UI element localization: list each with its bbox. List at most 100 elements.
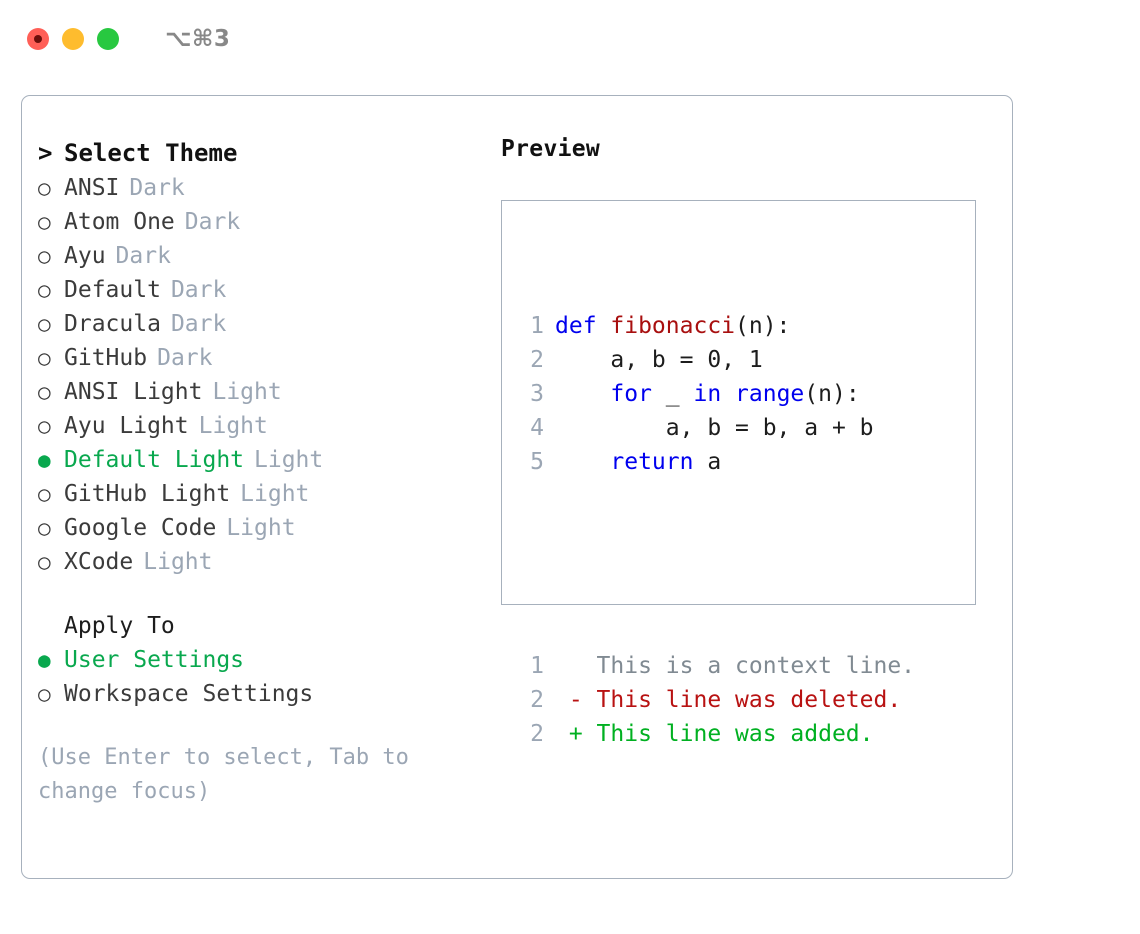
select-theme-label: Select Theme bbox=[64, 139, 238, 167]
line-text: for _ in range(n): bbox=[544, 377, 860, 411]
spacer bbox=[512, 547, 915, 581]
apply-to-option[interactable]: ● User Settings bbox=[38, 647, 478, 681]
line-number: 3 bbox=[530, 381, 544, 407]
keyboard-shortcut-label: ⌥⌘3 bbox=[165, 26, 231, 52]
line-text: def fibonacci(n): bbox=[544, 309, 790, 343]
apply-to-options: ● User Settings ○ Workspace Settings bbox=[38, 647, 478, 715]
theme-kind-badge: Light bbox=[226, 515, 296, 541]
line-text: + This line was added. bbox=[544, 717, 874, 751]
spacer bbox=[38, 583, 478, 613]
radio-unselected-icon[interactable]: ○ bbox=[38, 414, 51, 438]
theme-name: GitHub Light bbox=[64, 481, 231, 507]
code-token: a, b = b, a + b bbox=[555, 415, 874, 441]
code-token: in bbox=[693, 381, 722, 407]
diff-line: 2 - This line was deleted. bbox=[512, 683, 915, 717]
apply-to-option-label: User Settings bbox=[64, 647, 245, 673]
prompt-arrow-icon: > bbox=[38, 139, 53, 167]
window-titlebar: ⌥⌘3 bbox=[0, 0, 1140, 78]
theme-kind-badge: Light bbox=[198, 413, 268, 439]
diff-sample: 1 This is a context line.2 - This line w… bbox=[512, 649, 915, 751]
theme-name: Ayu Light bbox=[64, 413, 189, 439]
radio-unselected-icon[interactable]: ○ bbox=[38, 244, 51, 268]
minimize-button[interactable] bbox=[62, 28, 84, 50]
theme-kind-badge: Dark bbox=[170, 277, 227, 303]
theme-name: Google Code bbox=[64, 515, 217, 541]
theme-list-item[interactable]: ○ XCode Light bbox=[38, 549, 478, 583]
line-number: 2 bbox=[530, 721, 544, 747]
radio-unselected-icon[interactable]: ○ bbox=[38, 210, 51, 234]
line-number: 4 bbox=[530, 415, 544, 441]
radio-unselected-icon[interactable]: ○ bbox=[38, 278, 51, 302]
radio-unselected-icon[interactable]: ○ bbox=[38, 346, 51, 370]
radio-selected-icon[interactable]: ● bbox=[38, 448, 51, 472]
theme-kind-badge: Light bbox=[240, 481, 310, 507]
apply-to-option-label: Workspace Settings bbox=[64, 681, 314, 707]
theme-list-item[interactable]: ○ Ayu Dark bbox=[38, 243, 478, 277]
theme-name: Ayu bbox=[64, 243, 106, 269]
radio-selected-icon[interactable]: ● bbox=[38, 648, 51, 672]
code-line: 4 a, b = b, a + b bbox=[512, 411, 915, 445]
line-text: a, b = b, a + b bbox=[544, 411, 874, 445]
code-token: (n): bbox=[804, 381, 860, 407]
radio-unselected-icon[interactable]: ○ bbox=[38, 550, 51, 574]
diff-line: 2 + This line was added. bbox=[512, 717, 915, 751]
apply-to-option[interactable]: ○ Workspace Settings bbox=[38, 681, 478, 715]
line-text: This is a context line. bbox=[544, 649, 916, 683]
diff-line: 1 This is a context line. bbox=[512, 649, 915, 683]
theme-list-item[interactable]: ○ GitHub Light Light bbox=[38, 481, 478, 515]
code-token bbox=[721, 381, 735, 407]
theme-name: Atom One bbox=[64, 209, 175, 235]
code-line: 3 for _ in range(n): bbox=[512, 377, 915, 411]
theme-list-item[interactable]: ○ Google Code Light bbox=[38, 515, 478, 549]
theme-list-item[interactable]: ○ Default Dark bbox=[38, 277, 478, 311]
theme-name: GitHub bbox=[64, 345, 148, 371]
theme-list-item[interactable]: ○ Ayu Light Light bbox=[38, 413, 478, 447]
bullet-placeholder-icon: ○ bbox=[38, 616, 64, 637]
code-token: for bbox=[610, 381, 652, 407]
theme-kind-badge: Dark bbox=[129, 175, 185, 201]
code-token bbox=[555, 381, 610, 407]
theme-name: Default bbox=[64, 277, 161, 303]
theme-name: ANSI Light bbox=[64, 379, 203, 405]
zoom-button[interactable] bbox=[97, 28, 119, 50]
theme-name: XCode bbox=[64, 549, 134, 575]
radio-unselected-icon[interactable]: ○ bbox=[38, 516, 51, 540]
line-text: return a bbox=[544, 445, 721, 479]
code-token: a, b = 0, 1 bbox=[555, 347, 763, 373]
radio-unselected-icon[interactable]: ○ bbox=[38, 176, 51, 200]
code-line: 5 return a bbox=[512, 445, 915, 479]
theme-kind-badge: Light bbox=[143, 549, 213, 575]
radio-unselected-icon[interactable]: ○ bbox=[38, 682, 51, 706]
code-token: This is a context line. bbox=[555, 653, 916, 679]
close-button[interactable] bbox=[27, 28, 49, 50]
code-token: def bbox=[555, 313, 611, 339]
code-token bbox=[555, 449, 610, 475]
theme-kind-badge: Light bbox=[254, 447, 324, 473]
code-token: + This line was added. bbox=[555, 721, 874, 747]
theme-name: Dracula bbox=[64, 311, 161, 337]
theme-kind-badge: Dark bbox=[115, 243, 171, 269]
apply-to-header: ○ Apply To bbox=[38, 613, 478, 647]
line-number: 5 bbox=[530, 449, 544, 475]
code-token: return bbox=[610, 449, 694, 475]
radio-unselected-icon[interactable]: ○ bbox=[38, 312, 51, 336]
code-token: fibonacci bbox=[610, 313, 736, 339]
code-token: range bbox=[735, 381, 805, 407]
code-token: - This line was deleted. bbox=[555, 687, 902, 713]
radio-unselected-icon[interactable]: ○ bbox=[38, 380, 51, 404]
radio-unselected-icon[interactable]: ○ bbox=[38, 482, 51, 506]
